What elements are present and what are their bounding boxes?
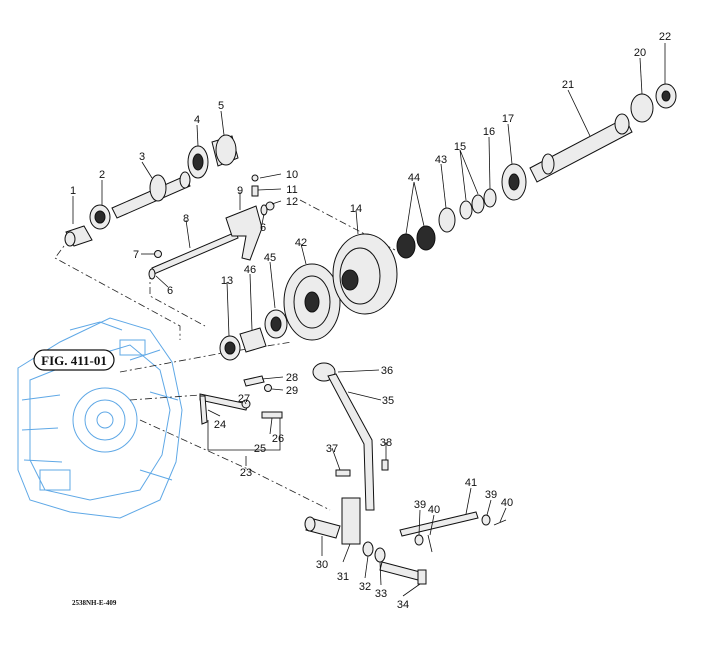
callout-24: 24	[214, 419, 226, 431]
callout-42: 42	[295, 237, 307, 249]
callout-7: 7	[133, 249, 139, 261]
callout-15: 15	[454, 141, 466, 153]
part-42-gear	[283, 263, 341, 341]
part-17-bearing	[501, 163, 527, 201]
leader-lines	[72, 43, 666, 597]
callout-39-right: 39	[485, 489, 497, 501]
part-39-40-washers-pins	[414, 514, 507, 553]
callout-13: 13	[221, 275, 233, 287]
part-5-cup	[211, 134, 239, 167]
callout-12: 12	[286, 196, 298, 208]
callout-25: 25	[254, 443, 266, 455]
callout-2: 2	[99, 169, 105, 181]
callout-11: 11	[286, 184, 297, 196]
callout-45: 45	[264, 252, 276, 264]
part-46-sleeve	[239, 327, 267, 353]
part-37-38-fasteners	[335, 459, 389, 477]
part-32-33-washers	[362, 541, 386, 563]
callout-23: 23	[240, 467, 252, 479]
part-26-pin	[261, 411, 283, 419]
part-20-snap-ring	[630, 93, 654, 123]
callout-6-lower: 6	[167, 285, 173, 297]
callout-39-left: 39	[414, 499, 426, 511]
callout-27: 27	[238, 393, 250, 405]
callout-4: 4	[194, 114, 200, 126]
callout-33: 33	[375, 588, 387, 600]
callout-41: 41	[465, 477, 477, 489]
part-15-rings	[459, 194, 485, 220]
callout-16: 16	[483, 126, 495, 138]
callout-labels: 1 2 3 4 5 6 6 7 8 9 10 11 12 13 14 15 16…	[70, 31, 671, 611]
part-16-ring	[483, 188, 497, 208]
callout-44: 44	[408, 172, 420, 184]
callout-8: 8	[183, 213, 189, 225]
part-30-tube	[304, 516, 341, 539]
callout-35: 35	[382, 395, 394, 407]
callout-43: 43	[435, 154, 447, 166]
callout-28: 28	[286, 372, 298, 384]
part-43-washer	[438, 207, 456, 233]
part-35-lever	[327, 373, 375, 511]
callout-17: 17	[502, 113, 514, 125]
part-14-gear	[332, 233, 398, 315]
callout-29: 29	[286, 385, 298, 397]
drawing-code: 2538NH-E-409	[72, 599, 117, 607]
callout-5: 5	[218, 100, 224, 112]
callout-26: 26	[272, 433, 284, 445]
part-34-bolt	[379, 561, 427, 585]
callout-40-right: 40	[501, 497, 513, 509]
part-8-rod	[151, 231, 239, 275]
callout-9: 9	[237, 185, 243, 197]
part-44-needle-bearings	[396, 225, 436, 259]
callout-31: 31	[337, 571, 349, 583]
transmission-housing	[17, 317, 183, 519]
callout-40-left: 40	[428, 504, 440, 516]
part-4-bearing	[187, 145, 209, 179]
callout-38: 38	[380, 437, 392, 449]
callout-30: 30	[316, 559, 328, 571]
callout-21: 21	[562, 79, 574, 91]
callout-37: 37	[326, 443, 338, 455]
part-31-bracket	[341, 497, 361, 545]
figure-reference-box: FIG. 411-01	[33, 349, 115, 371]
callout-1: 1	[70, 185, 76, 197]
callout-36: 36	[381, 365, 393, 377]
part-24-lever	[199, 393, 249, 425]
callout-10: 10	[286, 169, 298, 181]
part-2-bearing	[89, 204, 111, 230]
part-7-screw	[154, 250, 162, 258]
part-1-sleeve	[64, 225, 93, 247]
part-21-output-shaft	[529, 113, 633, 183]
callout-6-upper: 6	[260, 222, 266, 234]
part-27-28-29-hardware	[241, 375, 272, 409]
callout-46: 46	[244, 264, 256, 276]
callout-32: 32	[359, 581, 371, 593]
part-22-washer	[655, 83, 677, 109]
part-13-bearing	[219, 335, 241, 361]
callout-20: 20	[634, 47, 646, 59]
part-45-bearing	[264, 309, 288, 339]
callout-3: 3	[139, 151, 145, 163]
part-9-shift-fork	[225, 205, 263, 261]
part-3-shaft	[111, 171, 191, 219]
callout-34: 34	[397, 599, 409, 611]
callout-14: 14	[350, 203, 362, 215]
figure-reference-label: FIG. 411-01	[41, 353, 107, 368]
callout-22: 22	[659, 31, 671, 43]
